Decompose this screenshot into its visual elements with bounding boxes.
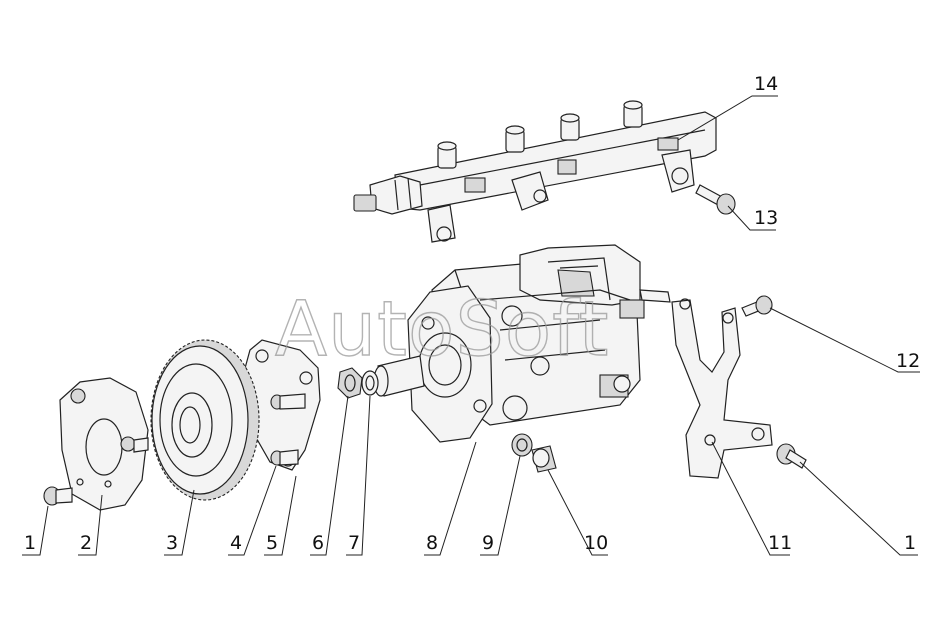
- callout-10: 10: [584, 532, 608, 554]
- bolt-13: [695, 184, 736, 215]
- callout-8: 8: [426, 532, 438, 554]
- studs-4: [270, 393, 306, 466]
- watermark-text: AutoSoft: [275, 284, 609, 373]
- callout-9: 9: [482, 532, 494, 554]
- callout-13: 13: [754, 207, 778, 229]
- bolt-1-left: [43, 486, 73, 506]
- bracket-11: [671, 298, 773, 479]
- callout-7: 7: [348, 532, 360, 554]
- callout-3: 3: [166, 532, 178, 554]
- callout-12: 12: [896, 350, 920, 372]
- nut-9: [511, 433, 533, 457]
- bolt-1-right: [776, 443, 807, 469]
- rail-outlets: [437, 100, 643, 169]
- callout-4: 4: [230, 532, 242, 554]
- cover-plate-2: [59, 377, 149, 511]
- injection-pump: [373, 244, 671, 443]
- callout-5: 5: [266, 532, 278, 554]
- callout-1-left: 1: [24, 532, 36, 554]
- callout-6: 6: [312, 532, 324, 554]
- drive-gear-3: [150, 339, 260, 501]
- fuel-rail: [353, 100, 717, 243]
- plug-10: [531, 445, 557, 473]
- callout-14: 14: [754, 73, 778, 95]
- leader-lines: [22, 95, 920, 556]
- callout-labels: 1 2 3 4 5 6 7 8 9 10 11 1 12 13 14: [24, 73, 920, 554]
- callout-2: 2: [80, 532, 92, 554]
- bolt-12: [741, 295, 773, 317]
- callout-1-right: 1: [904, 532, 916, 554]
- nut-6: [337, 367, 363, 399]
- washer-7: [361, 370, 379, 396]
- callout-11: 11: [768, 532, 792, 554]
